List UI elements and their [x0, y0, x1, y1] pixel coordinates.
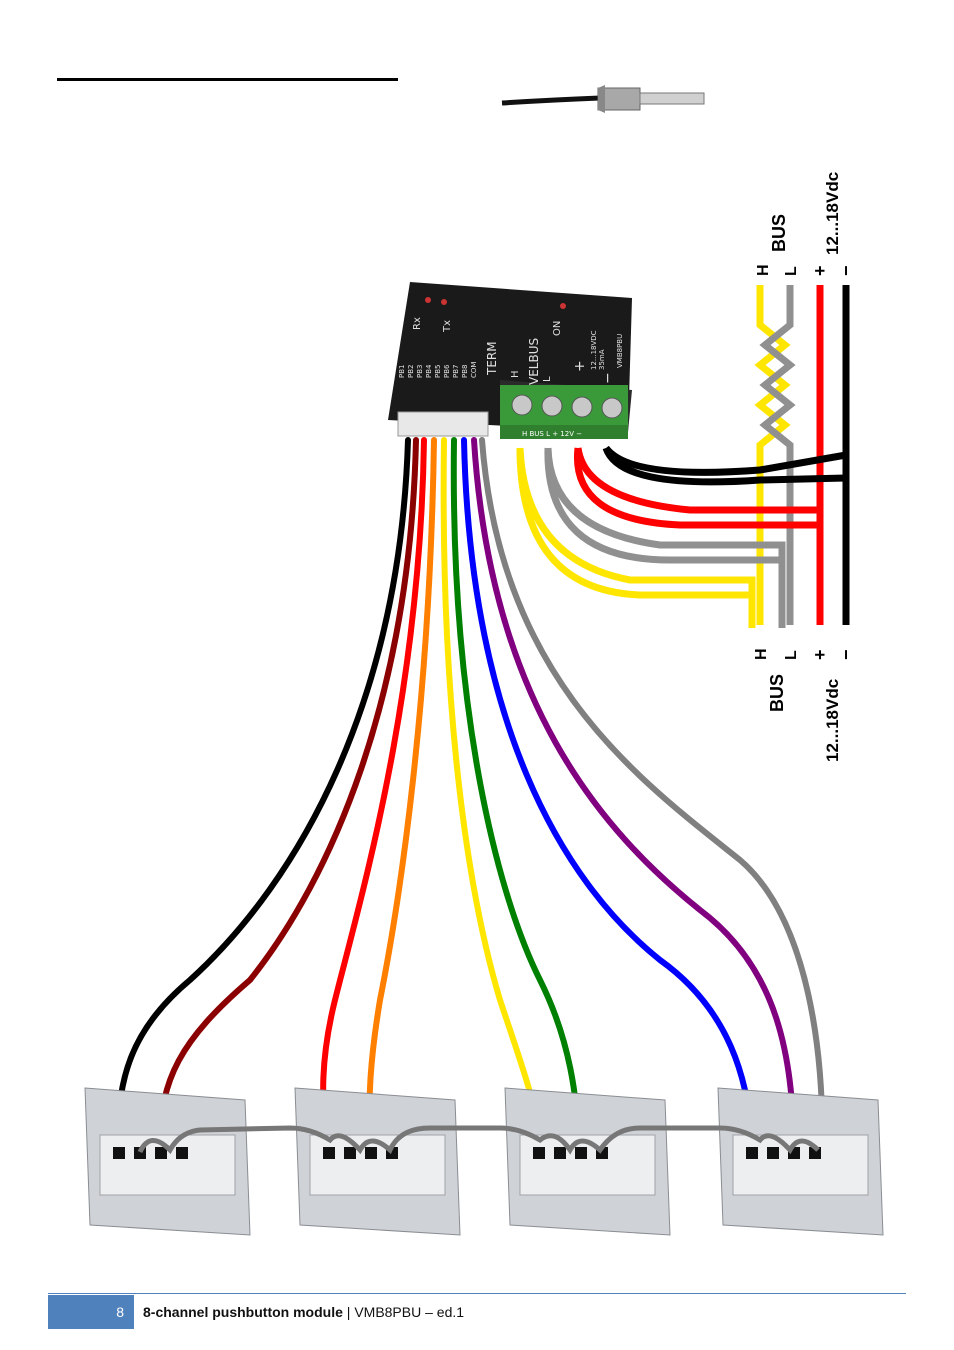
module-velbus-label: VELBUS: [527, 338, 541, 385]
pushbutton-wires: [115, 437, 826, 1148]
module-voltage-label: 12...18VDC: [590, 330, 598, 370]
top-supply-label: 12...18Vdc: [823, 172, 842, 255]
footer-doc-ref: VMB8PBU – ed.1: [354, 1304, 465, 1320]
module-minus-label: −: [600, 372, 616, 384]
module-h-label: H: [510, 370, 521, 378]
footer-rule: [48, 1293, 906, 1294]
ferrule-image: [501, 85, 705, 113]
top-bus-label: BUS: [769, 214, 789, 252]
bottom-l-label: L: [783, 650, 800, 660]
module-pb-label: PB5: [434, 365, 442, 378]
top-minus-label: −: [836, 265, 856, 276]
module-pb-label: PB6: [443, 364, 451, 378]
bottom-plus-label: +: [810, 649, 830, 660]
module-l-label: L: [542, 376, 553, 382]
vmb8pbu-module: Rx Tx ON TERM VELBUS H L + − 12...18VDC: [388, 282, 632, 439]
module-model-label: VMB8PBU: [616, 334, 624, 368]
module-pb-label: PB7: [452, 365, 460, 378]
page-number: 8: [48, 1295, 134, 1329]
module-term-label: TERM: [485, 341, 499, 376]
footer-title: 8-channel pushbutton module | VMB8PBU – …: [143, 1295, 464, 1329]
footer-separator: |: [346, 1304, 351, 1320]
bottom-h-label: H: [753, 648, 770, 660]
heading-underline: [57, 78, 398, 81]
module-pb-label: PB3: [416, 365, 424, 378]
module-tx-label: Tx: [442, 320, 453, 333]
bus-wires: [516, 445, 847, 628]
switch-boxes: [84, 1087, 884, 1236]
module-pb-label: PB2: [407, 365, 415, 378]
switch-box: [717, 1087, 884, 1236]
top-plus-label: +: [810, 265, 830, 276]
top-l-label: L: [783, 266, 800, 276]
switch-box: [504, 1087, 671, 1236]
module-plus-label: +: [572, 360, 588, 372]
common-wire: [137, 1125, 820, 1155]
switch-box: [84, 1087, 251, 1236]
footer-doc-title: 8-channel pushbutton module: [143, 1304, 343, 1320]
top-h-label: H: [755, 264, 772, 276]
module-pb-label: PB1: [398, 365, 406, 378]
bottom-bus-label: BUS: [767, 674, 787, 712]
module-terminal-strip-label: H BUS L + 12V −: [522, 430, 582, 438]
module-current-label: 35mA: [598, 349, 606, 370]
module-pb-label: PB4: [425, 364, 433, 378]
bottom-supply-label: 12...18Vdc: [823, 679, 842, 762]
wiring-diagram: Rx Tx ON TERM VELBUS H L + − 12...18VDC: [84, 85, 884, 1236]
module-rx-label: Rx: [412, 317, 423, 330]
module-pb-label: COM: [470, 362, 478, 378]
bottom-minus-label: −: [836, 649, 856, 660]
module-on-label: ON: [552, 321, 563, 336]
module-pb-label: PB8: [461, 365, 469, 378]
switch-box: [294, 1087, 461, 1236]
